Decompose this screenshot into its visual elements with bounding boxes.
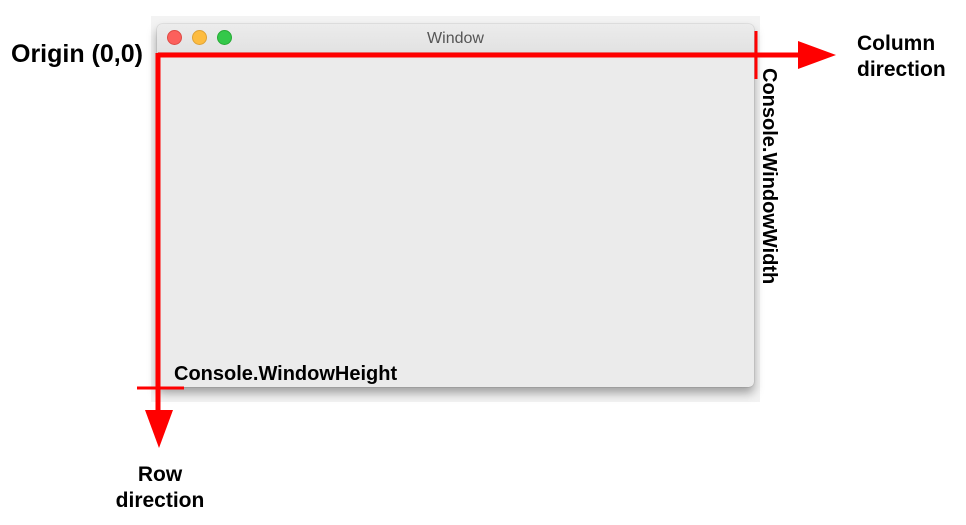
- minimize-button[interactable]: [192, 30, 207, 45]
- window-height-label: Console.WindowHeight: [174, 363, 398, 385]
- column-direction-label: Column direction: [857, 31, 946, 83]
- column-arrowhead: [798, 41, 836, 69]
- row-label-line1: Row: [137, 463, 183, 486]
- console-window: Window: [157, 24, 754, 387]
- column-label-line2: direction: [857, 58, 946, 81]
- row-label-line2: direction: [115, 489, 205, 512]
- origin-label: Origin (0,0): [11, 40, 143, 68]
- column-label-line1: Column: [857, 32, 936, 55]
- row-direction-label: Row direction: [112, 462, 208, 514]
- row-arrowhead: [145, 410, 173, 448]
- window-width-label: Console.WindowWidth: [758, 68, 780, 285]
- window-titlebar: Window: [157, 24, 754, 53]
- maximize-button[interactable]: [217, 30, 232, 45]
- close-button[interactable]: [167, 30, 182, 45]
- window-title: Window: [427, 30, 484, 47]
